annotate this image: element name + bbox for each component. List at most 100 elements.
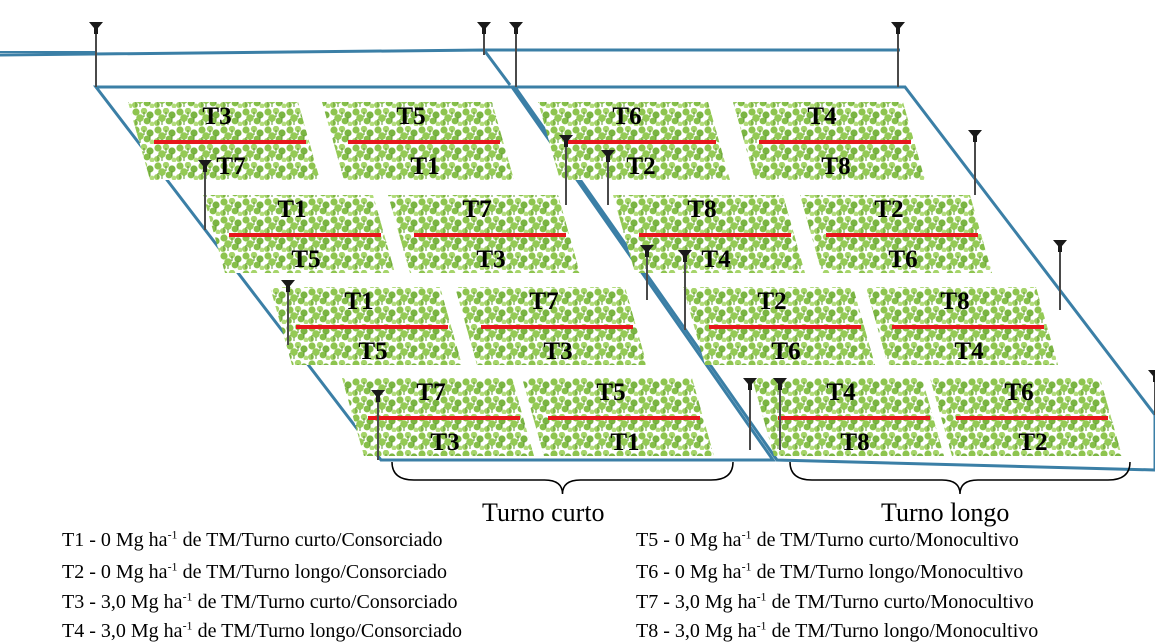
legend-sup: -1	[741, 559, 752, 574]
legend-dose: 0 Mg ha	[674, 561, 742, 583]
plot-label-bottom: T3	[430, 429, 459, 456]
plot-label-bottom: T4	[701, 246, 731, 273]
legend-dose: 0 Mg ha	[100, 529, 168, 551]
plot-label-top: T8	[687, 196, 716, 223]
plot-label-bottom: T8	[821, 153, 850, 180]
legend-code: T2	[62, 561, 85, 583]
plot-label-bottom: T2	[1018, 429, 1047, 456]
plot-label-top: T1	[277, 196, 306, 223]
plot-label-bottom: T3	[543, 338, 572, 365]
legend-code: T7	[636, 591, 659, 613]
legend-rest: de TM/Turno curto/Monocultivo	[751, 529, 1019, 551]
group-label-short: Turno curto	[482, 498, 605, 527]
legend-item-T8: T8 - 3,0 Mg ha-1 de TM/Turno longo/Monoc…	[636, 618, 1039, 642]
group-label-long: Turno longo	[881, 498, 1010, 527]
supply-pipe	[0, 48, 512, 86]
plot-label-top: T7	[529, 288, 558, 315]
plot-label-top: T3	[202, 103, 231, 130]
legend-dose: 0 Mg ha	[674, 529, 742, 551]
plot-label-bottom: T2	[626, 153, 655, 180]
plot-label-top: T5	[396, 103, 425, 130]
legend-dose: 0 Mg ha	[100, 561, 168, 583]
sprinkler-icon	[477, 22, 491, 55]
plot-label-top: T6	[612, 103, 641, 130]
sprinkler-icon	[198, 160, 212, 230]
legend-rest: de TM/Turno curto/Monocultivo	[766, 591, 1034, 613]
sprinkler-icon	[891, 22, 905, 87]
legend-sup: -1	[756, 618, 767, 633]
field-long-turn	[512, 85, 1155, 472]
legend-item-T1: T1 - 0 Mg ha-1 de TM/Turno curto/Consorc…	[62, 527, 443, 551]
sprinkler-icon	[678, 250, 692, 330]
legend-rest: de TM/Turno longo/Monocultivo	[766, 620, 1039, 642]
legend-item-T2: T2 - 0 Mg ha-1 de TM/Turno longo/Consorc…	[62, 559, 448, 583]
sprinkler-icon	[559, 135, 573, 205]
legend-item-T6: T6 - 0 Mg ha-1 de TM/Turno longo/Monocul…	[636, 559, 1024, 583]
legend-rest: de TM/Turno longo/Consorciado	[192, 620, 463, 642]
sprinkler-icon	[601, 150, 615, 205]
plot-label-bottom: T5	[358, 338, 387, 365]
legend-sup: -1	[167, 527, 178, 542]
legend-rest: de TM/Turno curto/Consorciado	[192, 591, 458, 613]
legend-sup: -1	[167, 559, 178, 574]
plot-label-top: T7	[416, 379, 445, 406]
legend-dose: 3,0 Mg ha	[100, 591, 183, 613]
legend-sup: -1	[756, 589, 767, 604]
plot-label-top: T7	[462, 196, 491, 223]
sprinkler-icon	[1053, 240, 1067, 310]
legend-item-T7: T7 - 3,0 Mg ha-1 de TM/Turno curto/Monoc…	[636, 589, 1034, 613]
legend-code: T4	[62, 620, 85, 642]
plot-label-bottom: T6	[888, 246, 917, 273]
legend-rest: de TM/Turno longo/Monocultivo	[751, 561, 1024, 583]
sprinkler-icon	[371, 390, 385, 460]
legend-item-T4: T4 - 3,0 Mg ha-1 de TM/Turno longo/Conso…	[62, 618, 463, 642]
plot-label-bottom: T3	[476, 246, 505, 273]
legend-dose: 3,0 Mg ha	[674, 620, 757, 642]
legend-rest: de TM/Turno longo/Consorciado	[177, 561, 448, 583]
legend-rest: de TM/Turno curto/Consorciado	[177, 529, 443, 551]
legend-code: T8	[636, 620, 659, 642]
legend-sup: -1	[182, 589, 193, 604]
plot-label-bottom: T1	[610, 429, 639, 456]
plot-label-top: T8	[940, 288, 969, 315]
sprinkler-icon	[968, 130, 982, 195]
plot-label-top: T1	[344, 288, 373, 315]
brace-icon	[391, 461, 734, 495]
plot-label-top: T5	[596, 379, 625, 406]
legend-code: T3	[62, 591, 85, 613]
plot-label-top: T4	[826, 379, 856, 406]
legend-code: T5	[636, 529, 659, 551]
sprinkler-icon	[281, 280, 295, 345]
plot-label-bottom: T6	[771, 338, 800, 365]
legend-sup: -1	[741, 527, 752, 542]
sprinkler-icon	[1148, 370, 1155, 415]
plot-label-bottom: T4	[954, 338, 984, 365]
legend-sup: -1	[182, 618, 193, 633]
legend-code: T6	[636, 561, 659, 583]
sprinkler-icon	[743, 378, 757, 450]
sprinkler-icon	[509, 22, 523, 87]
legend-item-T3: T3 - 3,0 Mg ha-1 de TM/Turno curto/Conso…	[62, 589, 458, 613]
plot-label-bottom: T1	[410, 153, 439, 180]
plot-label-bottom: T8	[840, 429, 869, 456]
legend-dose: 3,0 Mg ha	[100, 620, 183, 642]
sprinkler-icon	[640, 245, 654, 300]
legend-code: T1	[62, 529, 85, 551]
